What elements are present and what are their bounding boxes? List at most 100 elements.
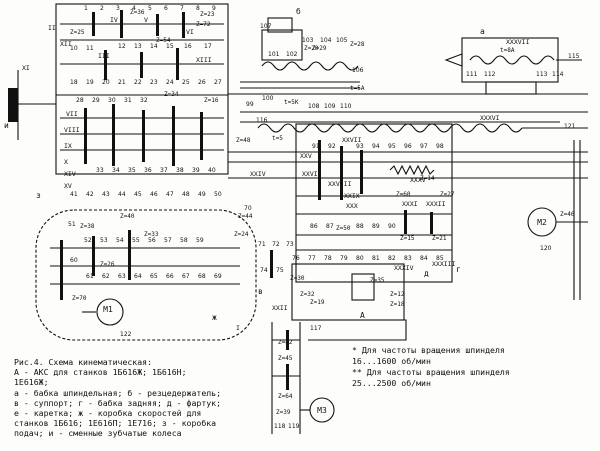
motor-m1-label: M1 bbox=[103, 305, 113, 314]
part-number: 73 bbox=[286, 241, 294, 248]
part-number: 58 bbox=[180, 237, 188, 244]
gear-z42: Z=42 bbox=[278, 339, 293, 346]
gear-z23: Z=23 bbox=[200, 11, 215, 18]
footnotes: * Для частоты вращения шпинделя 16...160… bbox=[352, 345, 598, 389]
roman-xxvi: XXVI bbox=[302, 170, 318, 178]
gear-block-23 bbox=[430, 212, 433, 234]
caption-line: подач; и - сменные зубчатые колеса bbox=[14, 428, 182, 439]
gear-z45: Z=45 bbox=[278, 355, 293, 362]
part-number: 59 bbox=[196, 237, 204, 244]
aks-link-line bbox=[308, 319, 407, 341]
part-number: 86 bbox=[310, 223, 318, 230]
part-number: 67 bbox=[182, 273, 190, 280]
roman-xiv: XIV bbox=[64, 170, 76, 178]
part-number: 61 bbox=[86, 273, 94, 280]
part-number: 36 bbox=[144, 167, 152, 174]
part-number: 106 bbox=[352, 67, 364, 74]
gear-block-21 bbox=[8, 88, 18, 122]
gear-z54: Z=54 bbox=[156, 37, 171, 44]
roman-xv: XV bbox=[64, 182, 72, 190]
part-number: 53 bbox=[100, 237, 108, 244]
part-number: 88 bbox=[356, 223, 364, 230]
tool-post-top bbox=[267, 17, 293, 33]
roman-xxii: XXII bbox=[272, 304, 288, 312]
gear-z33: Z=33 bbox=[144, 231, 159, 238]
roman-xii: XII bbox=[60, 40, 72, 48]
part-number: 97 bbox=[420, 143, 428, 150]
part-number: 68 bbox=[198, 273, 206, 280]
tool-post bbox=[261, 29, 303, 61]
part-number: 117 bbox=[310, 325, 322, 332]
part-number: 22 bbox=[134, 79, 142, 86]
gear-block-10 bbox=[142, 110, 145, 162]
part-number: 102 bbox=[286, 51, 298, 58]
roman-xxx: XXX bbox=[346, 202, 358, 210]
label-zh: ж bbox=[212, 313, 217, 322]
label-z: з bbox=[36, 191, 41, 200]
part-number: 96 bbox=[404, 143, 412, 150]
gear-z39: Z=39 bbox=[276, 409, 291, 416]
part-number: 45 bbox=[134, 191, 142, 198]
part-number: 121 bbox=[564, 123, 576, 130]
caption-line: станков 1Б616; 1Е616П; 1Е716; з - коробк… bbox=[14, 418, 217, 429]
gear-z35: Z=35 bbox=[370, 277, 385, 284]
part-number: 34 bbox=[112, 167, 120, 174]
part-number: 81 bbox=[372, 255, 380, 262]
gear-z29: Z=29 bbox=[312, 45, 327, 52]
roman-xi: XI bbox=[22, 64, 30, 72]
caption-line: 1Е616Ж; bbox=[14, 377, 49, 388]
part-number: 116 bbox=[256, 117, 268, 124]
part-number: 120 bbox=[540, 245, 552, 252]
part-number: 75 bbox=[276, 267, 284, 274]
gear-block-16 bbox=[60, 240, 63, 300]
roman-v: V bbox=[144, 16, 148, 24]
part-number: 40 bbox=[208, 167, 216, 174]
gear-block-18 bbox=[128, 230, 131, 280]
roman-xxxv: XXXV bbox=[410, 176, 426, 184]
gear-z46: Z=46 bbox=[560, 211, 575, 218]
gear-z30: Z=30 bbox=[290, 275, 305, 282]
caption-line: А - АКС для станков 1Б616Ж; 1Б616Н; bbox=[14, 367, 187, 378]
roman-xxxii: XXXII bbox=[426, 200, 446, 208]
part-number: 26 bbox=[198, 79, 206, 86]
part-number: 95 bbox=[388, 143, 396, 150]
part-number: 5 bbox=[148, 5, 152, 12]
gear-z15: Z=15 bbox=[400, 235, 415, 242]
gear-z27: Z=27 bbox=[440, 191, 455, 198]
tailstock-screw bbox=[469, 55, 555, 65]
roman-xxviii: XXVIII bbox=[328, 180, 352, 188]
gear-block-5 bbox=[104, 50, 107, 80]
part-number: 74 bbox=[260, 267, 268, 274]
screw-t5a: t=5A bbox=[350, 85, 365, 92]
part-number: 114 bbox=[552, 71, 564, 78]
speed-box-enclosure bbox=[35, 209, 257, 341]
part-number: 13 bbox=[134, 43, 142, 50]
part-number: 14 bbox=[150, 43, 158, 50]
gear-block-20 bbox=[286, 364, 289, 390]
part-number: 31 bbox=[124, 97, 132, 104]
roman-x: X bbox=[64, 158, 68, 166]
part-number: 109 bbox=[324, 103, 336, 110]
gear-block-22 bbox=[404, 210, 407, 234]
part-number: 33 bbox=[96, 167, 104, 174]
gear-z12: Z=12 bbox=[390, 291, 405, 298]
part-number: 69 bbox=[214, 273, 222, 280]
part-number: 91 bbox=[312, 143, 320, 150]
part-number: 18 bbox=[70, 79, 78, 86]
part-number: 15 bbox=[166, 43, 174, 50]
motor-m2-label: M2 bbox=[537, 218, 547, 227]
gear-z14: Z=14 bbox=[420, 175, 435, 182]
part-number: 28 bbox=[76, 97, 84, 104]
label-a-top: а bbox=[480, 27, 485, 36]
gear-z21: Z=21 bbox=[432, 235, 447, 242]
gear-block-3 bbox=[156, 14, 159, 36]
part-number: 99 bbox=[246, 101, 254, 108]
gear-block-14 bbox=[340, 146, 343, 200]
gear-block-12 bbox=[200, 112, 203, 160]
gear-z50: Z=50 bbox=[336, 225, 351, 232]
part-number: 79 bbox=[340, 255, 348, 262]
gear-block-8 bbox=[84, 108, 87, 164]
part-number: 122 bbox=[120, 331, 132, 338]
part-number: 24 bbox=[166, 79, 174, 86]
label-v: в bbox=[258, 287, 263, 296]
